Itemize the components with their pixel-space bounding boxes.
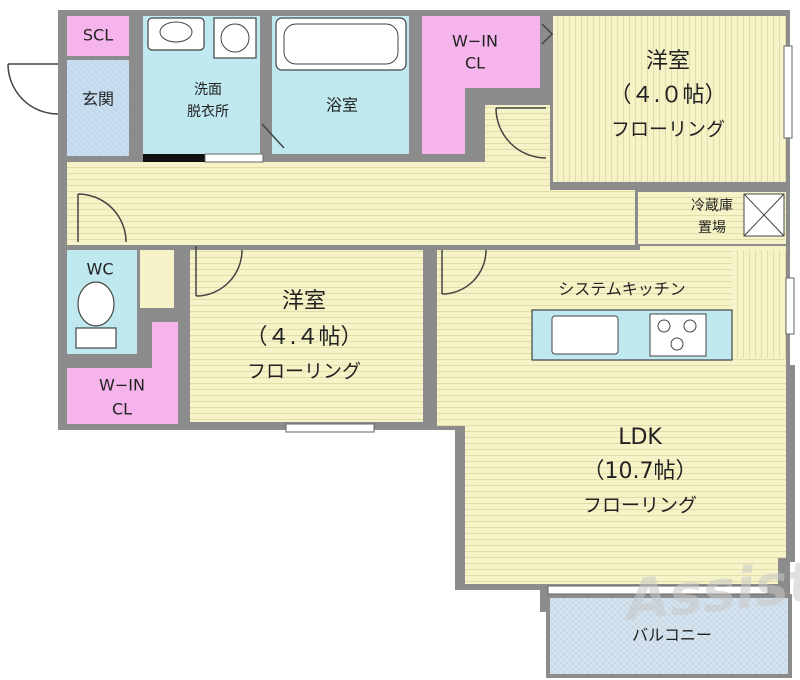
closet-bottom-label-1: W−IN: [99, 376, 145, 395]
washroom-label-1: 洗面: [194, 82, 222, 98]
bathtub-inner: [283, 23, 399, 65]
wc-storage: [140, 250, 174, 308]
bathroom-label: 浴室: [326, 96, 358, 115]
washbasin: [147, 17, 205, 51]
closet-bottom-room: [67, 322, 178, 424]
bedroom-a-floor-label: フローリング: [611, 119, 725, 141]
kitchen-counter-area: [732, 250, 786, 358]
bathroom-door: [261, 123, 285, 149]
washroom-floor-strip: [143, 154, 205, 162]
kitchen-label: システムキッチン: [558, 280, 686, 299]
scl-label: SCL: [83, 26, 113, 45]
fridge-placeholder-cross: [743, 193, 785, 237]
ldk-name: LDK: [618, 425, 662, 450]
bedroom-b-name: 洋室: [282, 289, 326, 314]
window-bedroom-b: [285, 423, 375, 433]
closet-top-door: [541, 23, 554, 45]
entry-door: [7, 63, 59, 115]
bedroom-a-floor: [553, 16, 786, 182]
stove-burner-1: [657, 319, 671, 333]
corridor-floor: [67, 105, 635, 245]
kitchen-stove: [649, 313, 707, 357]
bedroom-b-door: [195, 246, 243, 297]
bedroom-a-name: 洋室: [646, 49, 690, 74]
washbasin-bowl: [159, 21, 193, 43]
washroom-label-2: 脱衣所: [187, 104, 229, 120]
entrance-floor: [67, 60, 129, 156]
washing-machine-drum: [220, 23, 250, 53]
bedroom-a-door: [495, 107, 547, 159]
bedroom-b-floor: [190, 250, 423, 422]
window-ldk-balcony: [547, 585, 769, 595]
washroom-floor-strip-light: [204, 153, 264, 163]
entrance-label: 玄関: [82, 90, 114, 109]
closet-top-label-2: CL: [465, 54, 485, 73]
toilet-tank: [75, 327, 117, 349]
toilet-bowl: [77, 281, 115, 327]
stove-burner-2: [683, 319, 697, 333]
balcony-floor: [546, 594, 792, 678]
balcony-label: バルコニー: [632, 626, 712, 645]
wc-door: [77, 193, 127, 243]
window-ldk-side: [785, 277, 795, 335]
scl-room: [67, 16, 129, 56]
stove-burner-3: [670, 337, 684, 351]
bedroom-b-floor-label: フローリング: [247, 361, 361, 383]
ldk-size: （10.7帖）: [583, 459, 698, 484]
fridge-label-1: 冷蔵庫: [691, 197, 733, 214]
kitchen-sink: [551, 315, 619, 355]
fridge-label-2: 置場: [698, 220, 726, 236]
ldk-door: [441, 249, 487, 295]
wc-label: WC: [87, 260, 114, 279]
closet-top-room: [422, 16, 540, 154]
bathtub: [275, 17, 407, 71]
closet-bottom-label-2: CL: [112, 400, 132, 419]
window-bedroom-a: [783, 45, 793, 139]
closet-top-label-1: W−IN: [452, 32, 498, 51]
bedroom-a-size: （４.０帖）: [610, 83, 727, 108]
ldk-floor-label: フローリング: [583, 495, 697, 517]
bedroom-b-size: （４.４帖）: [246, 325, 363, 350]
